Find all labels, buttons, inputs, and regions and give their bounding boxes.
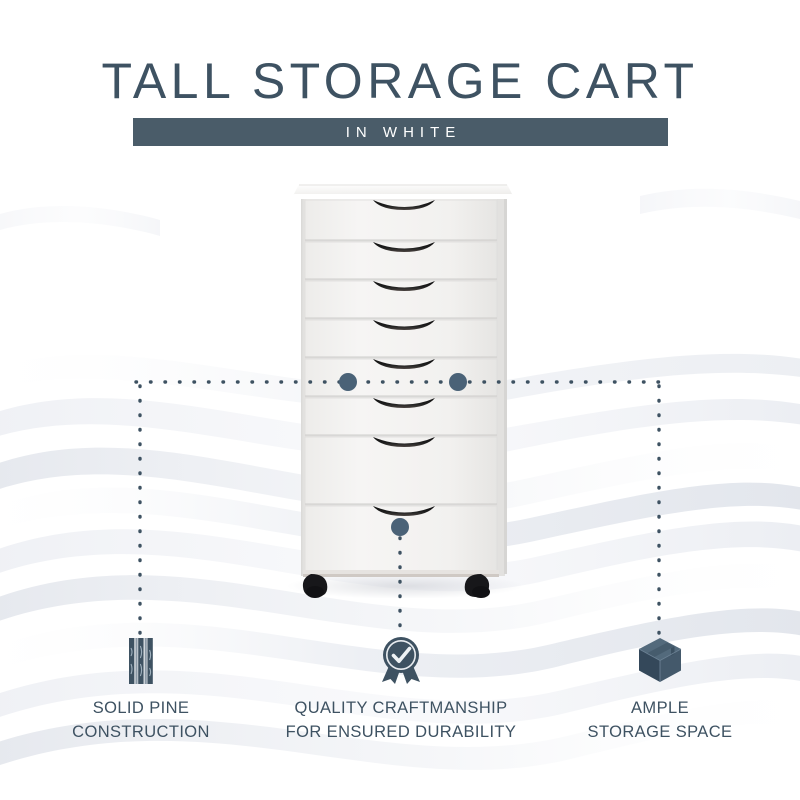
page-title: TALL STORAGE CART [101, 53, 699, 109]
banner-label: IN WHITE [345, 123, 462, 141]
cardboard-box-icon [638, 638, 682, 682]
feature-label-line2: FOR ENSURED DURABILITY [285, 723, 517, 741]
subtitle-banner: IN WHITE [133, 118, 668, 146]
feature-label-line2: STORAGE SPACE [587, 723, 733, 741]
product-image-storage-cart [287, 184, 521, 598]
feature-icon-wrapper [281, 632, 521, 684]
award-ribbon-icon [382, 637, 420, 684]
feature-icon-wrapper [21, 632, 261, 684]
feature-label-line1: QUALITY CRAFTMANSHIP [294, 699, 508, 717]
feature-label: SOLID PINE CONSTRUCTION [21, 696, 261, 744]
feature-solid-pine: SOLID PINE CONSTRUCTION [21, 632, 261, 744]
feature-label-line1: SOLID PINE [92, 699, 190, 717]
feature-label: QUALITY CRAFTMANSHIP FOR ENSURED DURABIL… [281, 696, 521, 744]
caster-wheel-right [464, 574, 490, 598]
feature-icon-wrapper [540, 632, 780, 684]
feature-quality-craftmanship: QUALITY CRAFTMANSHIP FOR ENSURED DURABIL… [281, 632, 521, 744]
wood-planks-icon [129, 638, 153, 684]
feature-label-line2: CONSTRUCTION [72, 723, 210, 741]
feature-ample-storage: AMPLE STORAGE SPACE [540, 632, 780, 744]
feature-label: AMPLE STORAGE SPACE [540, 696, 780, 744]
feature-label-line1: AMPLE [631, 699, 689, 717]
caster-wheel-left [302, 574, 328, 598]
